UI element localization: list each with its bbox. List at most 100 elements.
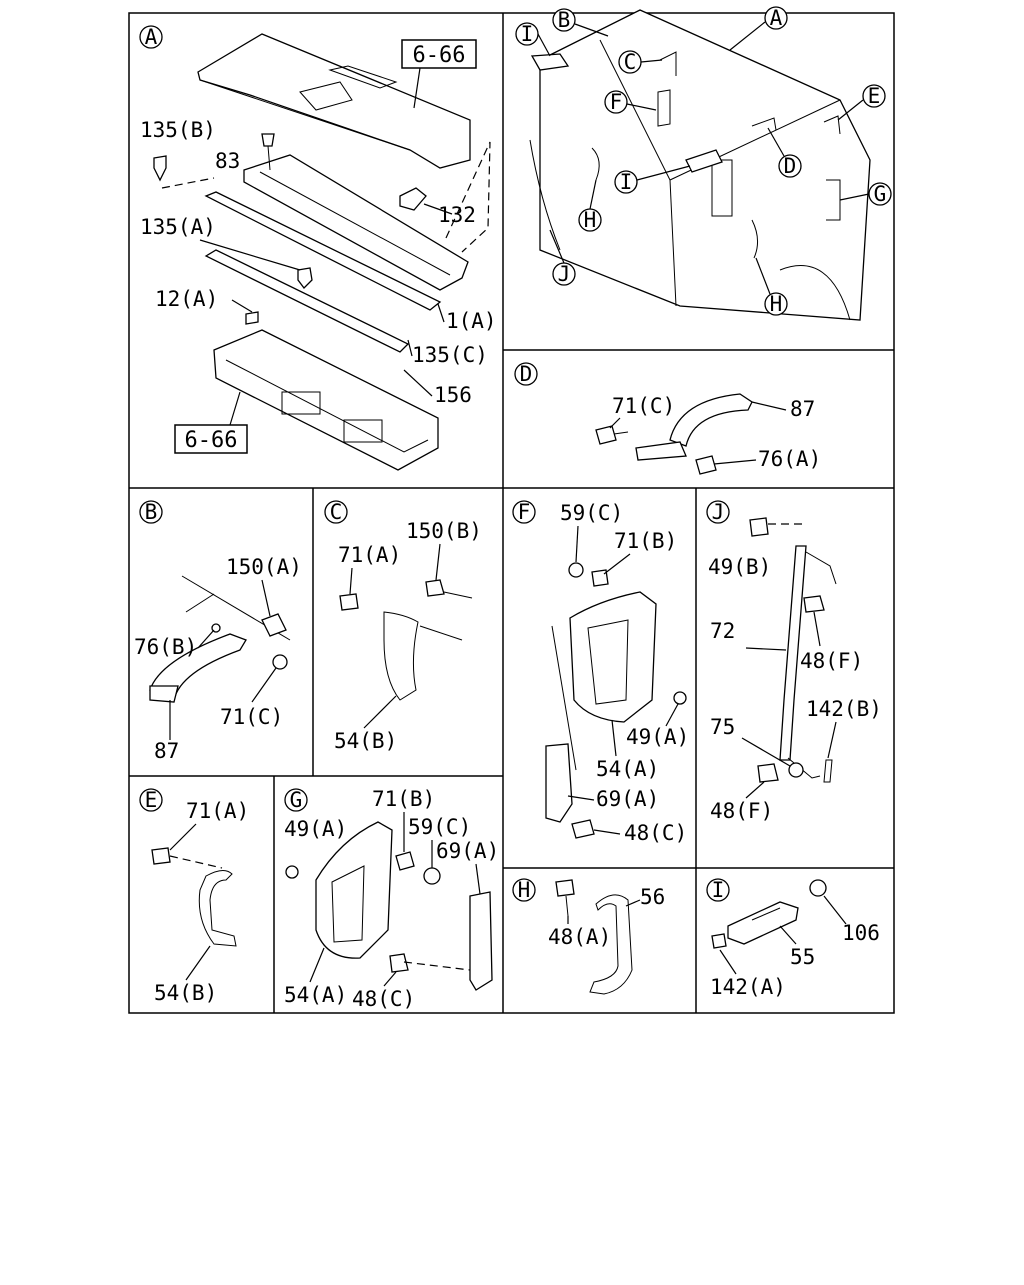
leader-71c: [609, 417, 621, 429]
callout-b-circle: [552, 8, 576, 32]
bolt-48a: [555, 879, 575, 897]
leader-72: [745, 647, 787, 651]
bolt-150a: [261, 613, 287, 637]
callout-i-top: I: [521, 22, 534, 46]
label-48f-top: 48(F): [800, 649, 863, 673]
label-59c: 59(C): [408, 815, 471, 839]
bolt-48c: [571, 819, 595, 839]
label-150a: 150(A): [226, 555, 302, 579]
leader-135a: [199, 239, 301, 271]
callout-i-mid-circle: [614, 170, 638, 194]
panel-overview: I B A C F E D G I H J H: [515, 6, 892, 321]
rod-72-top-bend: [805, 551, 837, 585]
callout-h-top-leader: [589, 179, 597, 210]
leader-71c: [251, 667, 277, 703]
callout-f-leader: [626, 103, 657, 111]
fastener-132-part: [399, 187, 427, 211]
top-cover-notch: [328, 65, 398, 89]
callout-i-mid-leader: [636, 165, 691, 181]
leader-142a: [719, 949, 737, 975]
bolt-71c: [595, 425, 617, 445]
top-cover-cutout: [299, 81, 353, 111]
leader-150b: [435, 543, 441, 581]
handle-87-grip: [149, 633, 247, 701]
bottom-housing-slot-2: [343, 419, 383, 443]
label-135a: 135(A): [140, 215, 216, 239]
label-69a: 69(A): [596, 787, 659, 811]
construction-line-2: [185, 593, 215, 613]
handle-54b: [383, 611, 419, 701]
callout-e-circle: [862, 84, 886, 108]
ref-box-bottom: [174, 424, 248, 454]
bracket-54a: [569, 591, 657, 723]
ref-bottom-leader: [229, 391, 241, 426]
leader-54b: [185, 945, 211, 981]
handle-h-top: [591, 147, 600, 181]
panel-e: E 71(A) 54(B): [139, 788, 249, 1005]
fastener-132-leader: [423, 203, 453, 215]
handle-i-top: [530, 53, 570, 71]
panel-letter: J: [712, 500, 725, 524]
leader-71b: [603, 553, 631, 575]
construction-line: [419, 625, 463, 641]
panel-letter-circle: [139, 788, 163, 812]
leader-71a: [349, 567, 353, 595]
callout-h-bottom-circle: [764, 292, 788, 316]
label-132: 132: [438, 203, 476, 227]
leader-71a: [169, 823, 197, 851]
panel-letter: I: [712, 878, 725, 902]
bolt-48f-top: [803, 595, 825, 613]
clip-83-part: [261, 133, 275, 147]
callout-j: J: [558, 262, 571, 286]
panel-letter-circle: [139, 25, 163, 49]
label-76a: 76(A): [758, 447, 821, 471]
panel-b: B 150(A) 76(B) 71(C) 87: [134, 500, 302, 763]
long-rail-upper: [204, 191, 442, 311]
panel-letter: F: [518, 500, 531, 524]
label-135b: 135(B): [140, 118, 216, 142]
leader-48c: [383, 971, 397, 987]
plate-69a: [545, 743, 573, 823]
label-71b: 71(B): [614, 529, 677, 553]
leader-55: [779, 925, 797, 945]
callout-d-circle: [778, 154, 802, 178]
clip-135b-part: [153, 155, 167, 182]
tray-ridge: [259, 171, 451, 276]
handle-c: [659, 51, 677, 76]
callout-a: A: [770, 6, 783, 30]
label-87: 87: [790, 397, 815, 421]
leader-150a: [261, 579, 271, 617]
clip-83-stem: [267, 145, 271, 171]
callout-f: F: [610, 90, 623, 114]
handle-e: [823, 115, 841, 135]
panel-d: D 71(C) 87 76(A): [514, 362, 821, 475]
callout-d-leader: [767, 127, 785, 157]
bracket-54a-window: [587, 619, 629, 705]
leader-69a: [475, 863, 481, 895]
plate-69a: [469, 891, 493, 991]
leader-12a: [231, 299, 253, 313]
label-71b: 71(B): [372, 787, 435, 811]
step-55: [727, 901, 799, 945]
panel-letter: A: [145, 25, 158, 49]
leader-59c: [575, 525, 579, 563]
nut-59c: [568, 562, 584, 578]
handle-87-foot: [635, 441, 687, 461]
handle-87-end: [149, 685, 179, 703]
callout-c-leader: [640, 59, 663, 63]
handle-i-mid: [685, 149, 723, 173]
leader-69a: [567, 795, 595, 801]
label-76b: 76(B): [134, 635, 197, 659]
panel-letter-circle: [514, 362, 538, 386]
panel-letter: E: [145, 788, 158, 812]
callout-h-bottom: H: [770, 292, 783, 316]
label-48c: 48(C): [352, 987, 415, 1011]
leader-76b: [197, 629, 215, 649]
ref-top-leader: [413, 67, 421, 109]
leader-156: [403, 369, 433, 397]
leader-49a: [665, 703, 679, 727]
panel-letter: C: [330, 500, 343, 524]
top-cover-edge: [199, 79, 411, 151]
callout-a-circle: [764, 6, 788, 30]
